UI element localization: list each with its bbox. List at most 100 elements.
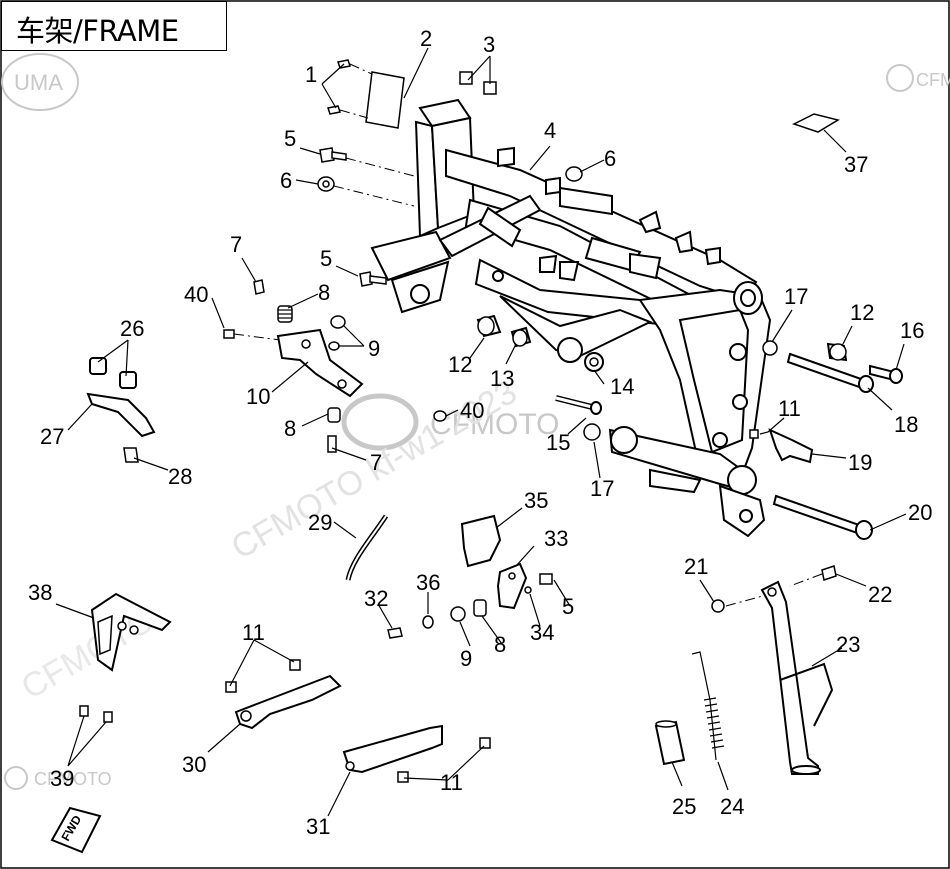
callout-40: 40 [184,282,208,307]
callout-33: 33 [544,526,568,551]
callout-20: 20 [908,500,932,525]
part-20-pivot-shaft [772,494,873,540]
part-9-washer-lower [450,606,466,622]
watermark-uma-logo: UMA [1,53,79,111]
callout-2: 2 [420,26,432,51]
callout-25: 25 [672,794,696,819]
callout-10: 10 [246,384,270,409]
callout-13: 13 [490,366,514,391]
callout-1: 1 [305,62,317,87]
svg-text:CFMOTO: CFMOTO [916,70,950,90]
part-15-bolt [555,395,602,415]
part-18-long-bolt [786,352,874,393]
callout-6b: 6 [280,168,292,193]
callout-5: 5 [284,126,296,151]
watermark-cfmoto-logo-right: CFMOTO [886,64,950,92]
part-7-rivet [253,279,265,295]
callout-4: 4 [544,118,556,143]
callout-5c: 5 [562,594,574,619]
fwd-arrow-icon: FWD [50,806,102,854]
part-9-washer [330,315,346,329]
part-16-bolt [869,364,903,384]
part-27-bracket [86,392,156,438]
callout-7b: 7 [370,450,382,475]
callout-36: 36 [416,570,440,595]
part-5-bolt-upper [319,147,415,177]
callout-17: 17 [590,476,614,501]
callout-24: 24 [720,794,744,819]
part-33-bracket [496,562,528,610]
callout-40b: 40 [460,398,484,423]
part-5-bolt-middle [359,271,387,287]
part-9-washer-2 [328,341,340,351]
watermark-cfmoto-logo-bottom: CFMOTO [4,766,112,790]
part-8-nut-lower-2 [473,599,487,617]
part-26-rubber-mounts [89,357,137,389]
part-31-bracket [342,724,443,774]
callout-numbers: 1 2 3 4 5 6 6 7 5 8 40 9 10 8 7 40 12 13… [28,26,932,839]
part-39-screw [79,705,89,717]
callout-3: 3 [483,32,495,57]
title-box: 车架/FRAME [1,1,227,51]
callout-19: 19 [848,450,872,475]
part-32-screw [387,627,403,639]
part-8-nut [277,305,293,323]
callout-37: 37 [844,152,868,177]
svg-text:UMA: UMA [14,70,63,95]
part-1-cover-plate [327,59,405,129]
callout-12: 12 [448,352,472,377]
part-39-screw-2 [103,711,113,723]
part-30-bracket [234,674,342,730]
svg-text:CFMOTO: CFMOTO [34,769,112,789]
part-24-spring [691,651,725,761]
part-6-washer [317,176,415,207]
part-22-bolt [821,565,837,581]
callout-6: 6 [604,146,616,171]
callout-27: 27 [40,424,64,449]
callout-32: 32 [364,586,388,611]
part-7-rivet-lower [327,435,337,453]
part-35-bracket [460,514,502,568]
callout-8: 8 [318,280,330,305]
callout-17b: 17 [784,284,808,309]
part-36-washer [422,615,434,629]
part-12-spacer-right [826,342,848,362]
callout-29: 29 [308,510,332,535]
part-5-bolt-lower [539,573,553,585]
callout-30: 30 [182,752,206,777]
callout-39: 39 [50,766,74,791]
callout-11b: 11 [242,620,265,645]
part-21-nut [711,599,725,613]
callout-9b: 9 [460,646,472,671]
part-40-nut [433,410,447,422]
part-19-bracket [768,428,814,464]
callout-38: 38 [28,580,52,605]
callout-26: 26 [120,316,144,341]
callout-9: 9 [368,336,380,361]
callout-7: 7 [230,232,242,257]
part-8-nut-lower [327,407,341,423]
callout-11c: 11 [440,770,463,795]
part-25-sleeve [654,720,686,766]
part-17-washer-left [583,423,601,441]
part-10-bracket [276,328,364,398]
part-11-bolt-right [749,429,759,439]
callout-18: 18 [894,412,918,437]
callout-23: 23 [836,632,860,657]
callout-34: 34 [530,620,554,645]
part-23-side-stand [760,580,834,775]
part-6-washer-top [565,166,583,182]
part-11-bolt-d [397,771,409,783]
callout-16: 16 [900,318,924,343]
callout-5b: 5 [320,246,332,271]
part-34-pin [524,586,532,594]
callout-8c: 8 [494,632,506,657]
part-17-washer-right [762,340,778,356]
callout-14: 14 [610,374,634,399]
callout-35: 35 [524,488,548,513]
callout-28: 28 [168,464,192,489]
part-11-bolt-a [289,659,301,671]
